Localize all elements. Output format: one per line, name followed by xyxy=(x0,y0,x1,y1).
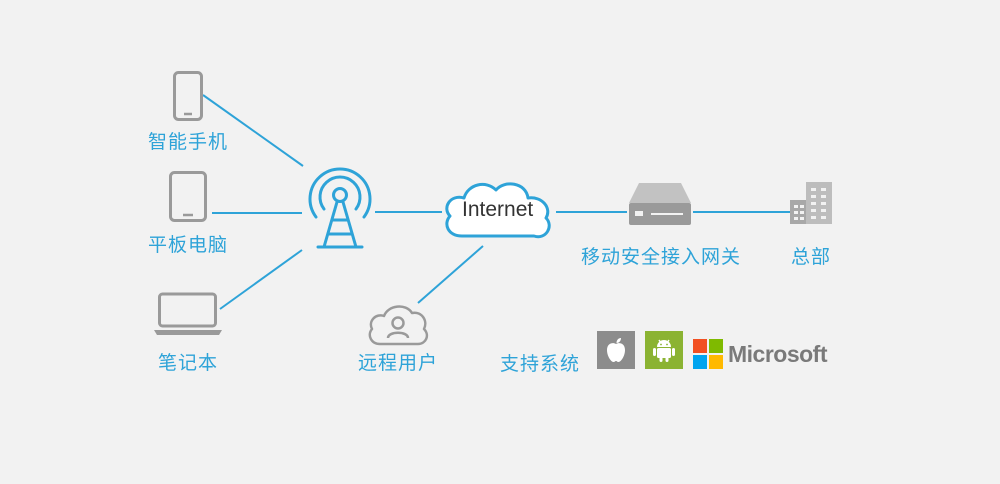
windows-icon xyxy=(693,339,723,369)
line-laptop-tower xyxy=(219,249,303,310)
device-label-smartphone: 智能手机 xyxy=(148,131,229,153)
microsoft-label: Microsoft xyxy=(728,341,828,367)
signal-tower-icon xyxy=(308,167,372,249)
tablet-icon xyxy=(169,171,207,222)
apple-tile xyxy=(597,331,635,369)
device-label-tablet: 平板电脑 xyxy=(148,234,229,256)
headquarters-label: 总部 xyxy=(791,246,832,268)
apple-icon xyxy=(607,338,625,362)
cloud-user-icon xyxy=(368,305,429,346)
systems-label: 支持系统 xyxy=(500,353,581,375)
android-icon xyxy=(653,339,675,362)
android-tile xyxy=(645,331,683,369)
gateway-label: 移动安全接入网关 xyxy=(581,246,742,268)
cloud-label: Internet xyxy=(462,198,534,221)
line-cloud-remote xyxy=(417,245,484,304)
remote-user-label: 远程用户 xyxy=(358,352,439,374)
cloud-icon xyxy=(445,182,551,239)
smartphone-icon xyxy=(173,71,203,121)
server-icon xyxy=(629,183,691,225)
device-label-laptop: 笔记本 xyxy=(158,352,219,374)
buildings-icon xyxy=(790,182,832,224)
line-phone-tower xyxy=(202,94,304,167)
laptop-icon xyxy=(154,292,222,335)
